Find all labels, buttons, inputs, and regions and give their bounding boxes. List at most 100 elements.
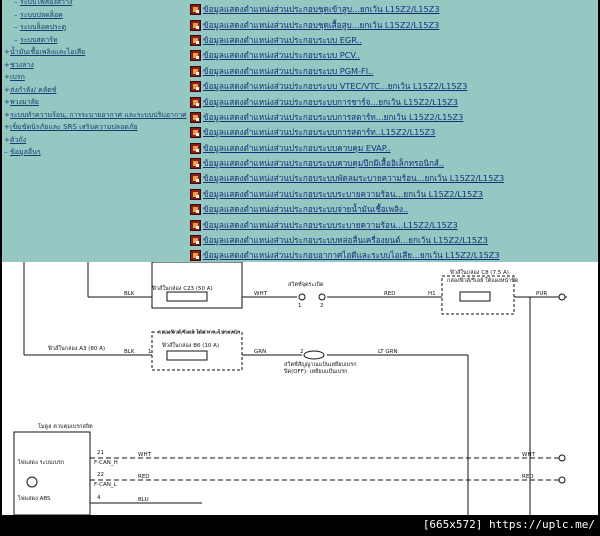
nav-item[interactable]: +ช่วงล่าง — [4, 59, 189, 72]
component-link-text[interactable]: ข้อมูลแสดงตำแหน่งส่วนประกอบระบบระบายความ… — [203, 219, 458, 230]
brake-switch-symbol — [303, 350, 325, 360]
component-link[interactable]: ข้อมูลแสดงตำแหน่งส่วนประกอบระบบหล่อลื่นเ… — [190, 233, 596, 248]
nav-item[interactable]: +ตัวถัง — [4, 134, 189, 147]
nav-item-label: ตัวถัง — [10, 135, 27, 144]
nav-item-label: ระบบสตาร์ท — [20, 35, 58, 44]
wire-label: BLK — [124, 349, 135, 355]
document-icon — [190, 158, 201, 170]
component-link-text[interactable]: ข้อมูลแสดงตำแหน่งส่วนประกอบระบบควบคุมปีก… — [203, 158, 445, 169]
pin-label: 22 — [97, 472, 104, 478]
document-icon — [190, 81, 201, 93]
nav-item[interactable]: –ข้อมูลอื่นๆ — [4, 146, 189, 159]
collapse-icon[interactable]: – — [14, 23, 18, 31]
component-link-text[interactable]: ข้อมูลแสดงตำแหน่งส่วนประกอบระบบระบายความ… — [203, 188, 484, 199]
component-link[interactable]: ข้อมูลแสดงตำแหน่งส่วนประกอบระบบ PCV.. — [190, 48, 596, 63]
component-link[interactable]: ข้อมูลแสดงตำแหน่งส่วนประกอบระบบควบคุมปีก… — [190, 156, 596, 171]
box-b-label: กล่องฟิวส์/รีเลย์ ใต้ฝากระโปรงหน้า — [158, 328, 240, 336]
pin-label: F-CAN_L — [94, 482, 118, 488]
collapse-icon[interactable]: – — [14, 0, 18, 6]
expand-icon[interactable]: + — [4, 73, 10, 81]
nav-item[interactable]: –ระบบล็อคประตู — [4, 21, 189, 34]
component-link-text[interactable]: ข้อมูลแสดงตำแหน่งส่วนประกอบอากาศไอดีและร… — [203, 250, 500, 261]
nav-item-label: ช่วงล่าง — [10, 60, 34, 69]
expand-icon[interactable]: + — [4, 85, 10, 94]
nav-item[interactable]: +เข็มขัดนิรภัยและ SRS เสริมความปลอดภัย — [4, 121, 189, 134]
component-link[interactable]: ข้อมูลแสดงตำแหน่งส่วนประกอบระบบควบคุม EV… — [190, 141, 596, 156]
component-link[interactable]: ข้อมูลแสดงตำแหน่งส่วนประกอบระบบการชาร์จ.… — [190, 94, 596, 109]
fuse-c23-label: ฟิวส์ในกล่อง C23 (50 A) — [151, 285, 212, 292]
component-link[interactable]: ข้อมูลแสดงตำแหน่งส่วนประกอบระบบ EGR.. — [190, 33, 596, 48]
component-link[interactable]: ข้อมูลแสดงตำแหน่งส่วนประกอบชุดเสื้อสูบ..… — [190, 17, 596, 32]
component-link[interactable]: ข้อมูลแสดงตำแหน่งส่วนประกอบระบบการสตาร์ท… — [190, 125, 596, 140]
document-icon — [190, 219, 201, 231]
component-link[interactable]: ข้อมูลแสดงตำแหน่งส่วนประกอบระบบ PGM-FI.. — [190, 64, 596, 79]
component-link-text[interactable]: ข้อมูลแสดงตำแหน่งส่วนประกอบระบบ EGR.. — [203, 34, 362, 45]
component-link-text[interactable]: ข้อมูลแสดงตำแหน่งส่วนประกอบระบบพัดลมระบา… — [203, 173, 505, 184]
component-link-text[interactable]: ข้อมูลแสดงตำแหน่งส่วนประกอบชุดเสื้อสูบ..… — [203, 19, 440, 30]
pin-label: H1 — [428, 291, 436, 297]
expand-icon[interactable]: + — [4, 48, 10, 56]
document-icon — [190, 250, 201, 262]
component-link-text[interactable]: ข้อมูลแสดงตำแหน่งส่วนประกอบระบบหล่อลื่นเ… — [203, 235, 488, 246]
signal-label: ไฟแสดง ABS — [17, 495, 51, 502]
ignition-switch-label: สวิตช์จุดระเบิด — [288, 281, 324, 288]
nav-item-label: เบรก — [10, 73, 25, 81]
nav-item-label: ระบบไฟส่องสว่าง — [20, 0, 73, 6]
fuse-c8-label: ฟิวส์ในกล่อง C8 (7.5 A) — [449, 269, 509, 276]
component-link-list: ข้อมูลแสดงตำแหน่งส่วนประกอบชุดเข้าสูบ...… — [190, 2, 596, 262]
wiring-diagram-svg: ฟิวส์ในกล่อง C23 (50 A) ฟิวส์ในกล่อง A3 … — [13, 261, 567, 515]
expand-icon[interactable]: + — [4, 123, 10, 131]
component-link-text[interactable]: ข้อมูลแสดงตำแหน่งส่วนประกอบระบบการชาร์จ.… — [203, 96, 458, 107]
document-icon — [190, 142, 201, 154]
component-link-text[interactable]: ข้อมูลแสดงตำแหน่งส่วนประกอบระบบควบคุม EV… — [203, 142, 391, 153]
nav-item-label: ข้อมูลอื่นๆ — [10, 148, 41, 156]
component-link[interactable]: ข้อมูลแสดงตำแหน่งส่วนประกอบระบบการสตาร์ท… — [190, 110, 596, 125]
nav-item[interactable]: +น้ำมันเชื้อเพลิงและไอเสีย — [4, 46, 189, 59]
component-link-text[interactable]: ข้อมูลแสดงตำแหน่งส่วนประกอบระบบ PCV.. — [203, 50, 361, 61]
expand-icon[interactable]: + — [4, 98, 10, 106]
fuse-a3-label: ฟิวส์ในกล่อง A3 (80 A) — [47, 345, 105, 352]
pin-label: 21 — [97, 450, 104, 456]
component-link[interactable]: ข้อมูลแสดงตำแหน่งส่วนประกอบระบบ VTEC/VTC… — [190, 79, 596, 94]
app-window: –ระบบไฟส่องสว่าง–ระบบปลดล็อค–ระบบล็อคประ… — [2, 0, 598, 515]
component-link-text[interactable]: ข้อมูลแสดงตำแหน่งส่วนประกอบระบบการสตาร์ท… — [203, 111, 464, 122]
document-icon — [190, 19, 201, 31]
fuse-symbol — [459, 291, 491, 302]
expand-icon[interactable]: + — [4, 60, 10, 69]
wire-label: RED — [522, 474, 534, 480]
collapse-icon[interactable]: – — [14, 10, 18, 19]
document-icon — [190, 34, 201, 46]
fuse-symbol — [166, 350, 208, 361]
component-link-text[interactable]: ข้อมูลแสดงตำแหน่งส่วนประกอบระบบ VTEC/VTC… — [203, 81, 468, 92]
component-link[interactable]: ข้อมูลแสดงตำแหน่งส่วนประกอบระบบระบายความ… — [190, 187, 596, 202]
expand-icon[interactable]: + — [4, 135, 10, 144]
nav-item[interactable]: +ส่งกำลัง/ คลัตช์ — [4, 84, 189, 97]
component-link[interactable]: ข้อมูลแสดงตำแหน่งส่วนประกอบระบบระบายความ… — [190, 217, 596, 232]
nav-item[interactable]: –ระบบสตาร์ท — [4, 34, 189, 47]
nav-item[interactable]: –ระบบไฟส่องสว่าง — [4, 0, 189, 9]
fuse-box-b6 — [151, 331, 243, 371]
collapse-icon[interactable]: – — [14, 35, 18, 44]
document-icon — [190, 188, 201, 200]
component-link[interactable]: ข้อมูลแสดงตำแหน่งส่วนประกอบอากาศไอดีและร… — [190, 248, 596, 262]
nav-item[interactable]: +ระบบทำความร้อน, การระบายอากาศ และระบบปร… — [4, 109, 189, 122]
footer-bar: [665x572] https://uplc.me/ — [0, 515, 600, 536]
component-link-text[interactable]: ข้อมูลแสดงตำแหน่งส่วนประกอบระบบ PGM-FI.. — [203, 65, 374, 76]
nav-item[interactable]: +พวงมาลัย — [4, 96, 189, 109]
component-link[interactable]: ข้อมูลแสดงตำแหน่งส่วนประกอบระบบจ่ายน้ำมั… — [190, 202, 596, 217]
nav-item[interactable]: +เบรก — [4, 71, 189, 84]
component-link[interactable]: ข้อมูลแสดงตำแหน่งส่วนประกอบระบบพัดลมระบา… — [190, 171, 596, 186]
collapse-icon[interactable]: – — [4, 148, 8, 156]
watermark-text: [665x572] https://uplc.me/ — [422, 518, 595, 531]
navigation-panel: –ระบบไฟส่องสว่าง–ระบบปลดล็อค–ระบบล็อคประ… — [2, 0, 598, 262]
component-link[interactable]: ข้อมูลแสดงตำแหน่งส่วนประกอบชุดเข้าสูบ...… — [190, 2, 596, 17]
component-link-text[interactable]: ข้อมูลแสดงตำแหน่งส่วนประกอบระบบจ่ายน้ำมั… — [203, 204, 409, 215]
expand-icon[interactable]: + — [4, 110, 10, 119]
connector-end — [558, 454, 566, 462]
wire-label: WHT — [522, 452, 536, 458]
wire-label: BLU — [138, 497, 149, 503]
component-link-text[interactable]: ข้อมูลแสดงตำแหน่งส่วนประกอบชุดเข้าสูบ...… — [203, 4, 440, 15]
component-link-text[interactable]: ข้อมูลแสดงตำแหน่งส่วนประกอบระบบการสตาร์ท… — [203, 127, 436, 138]
nav-item[interactable]: –ระบบปลดล็อค — [4, 9, 189, 22]
fuse-symbol — [166, 291, 208, 302]
